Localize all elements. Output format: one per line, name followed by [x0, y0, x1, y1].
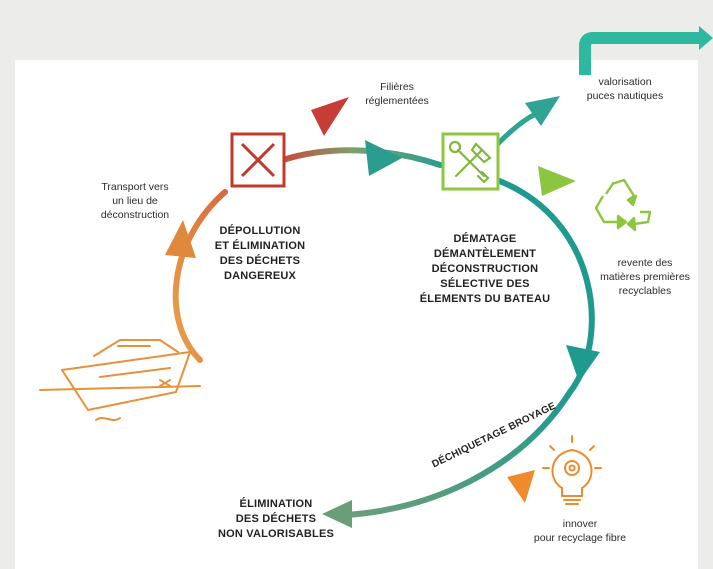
exit-arrow [579, 26, 713, 75]
diagram-panel [15, 60, 698, 569]
recycle-icon [594, 178, 652, 232]
revente-arrow [538, 166, 576, 196]
top-arc [280, 147, 443, 168]
boat-icon [39, 339, 201, 421]
top-arc-arrowhead [365, 140, 402, 176]
innover-arrow [507, 470, 535, 503]
lightbulb-gear-icon [542, 435, 602, 505]
valorisation-arrowhead [525, 96, 560, 126]
bottom-arc-arrowhead [322, 500, 352, 528]
transport-arc [172, 189, 228, 363]
bottom-arc [342, 389, 573, 518]
transport-arrowhead [165, 220, 196, 258]
hammer-wrench-icon [441, 132, 500, 191]
right-arc-arrowhead [566, 345, 600, 382]
filieres-arrow [311, 97, 349, 136]
cross-box-icon [230, 132, 286, 188]
